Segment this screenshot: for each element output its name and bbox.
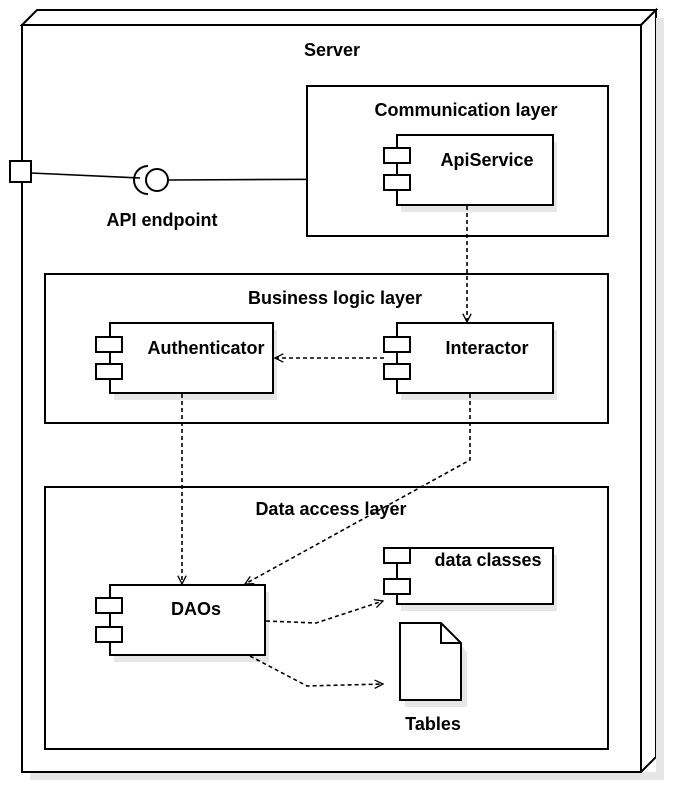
component-icon	[383, 336, 411, 353]
dep-daos-tables	[249, 655, 383, 686]
dependencies	[182, 206, 470, 686]
artifact-tables: Tables	[399, 622, 467, 734]
server-title: Server	[304, 40, 360, 60]
interactor-label: Interactor	[445, 338, 528, 358]
communication-layer-title: Communication layer	[374, 100, 557, 120]
component-daos: DAOs	[95, 584, 269, 662]
business-layer-title: Business logic layer	[248, 288, 422, 308]
component-icon	[383, 547, 411, 564]
data-classes-label: data classes	[434, 550, 541, 570]
document-icon	[399, 622, 462, 701]
api-endpoint-label: API endpoint	[107, 210, 218, 230]
component-authenticator: Authenticator	[95, 322, 277, 400]
tables-label: Tables	[405, 714, 461, 734]
component-apiservice: ApiService	[383, 134, 557, 212]
component-icon	[95, 597, 123, 614]
business-logic-layer: Business logic layer Authenticator Inter…	[44, 273, 609, 424]
data-access-layer: Data access layer data classes DAOs Tabl…	[44, 486, 609, 750]
component-interactor: Interactor	[383, 322, 557, 400]
interface-socket	[133, 165, 149, 195]
server-port	[9, 160, 32, 183]
data-access-layer-title: Data access layer	[255, 499, 406, 519]
interface-lollipop	[145, 168, 169, 192]
dep-daos-data-classes	[265, 601, 383, 624]
dep-interactor-daos	[245, 394, 471, 584]
component-data-classes: data classes	[383, 547, 557, 611]
api-endpoint-interface: API endpoint	[9, 160, 387, 230]
apiservice-label: ApiService	[440, 150, 533, 170]
component-icon	[383, 147, 411, 164]
component-icon	[95, 336, 123, 353]
communication-layer: Communication layer ApiService	[306, 85, 609, 237]
authenticator-label: Authenticator	[148, 338, 265, 358]
daos-label: DAOs	[171, 599, 221, 619]
